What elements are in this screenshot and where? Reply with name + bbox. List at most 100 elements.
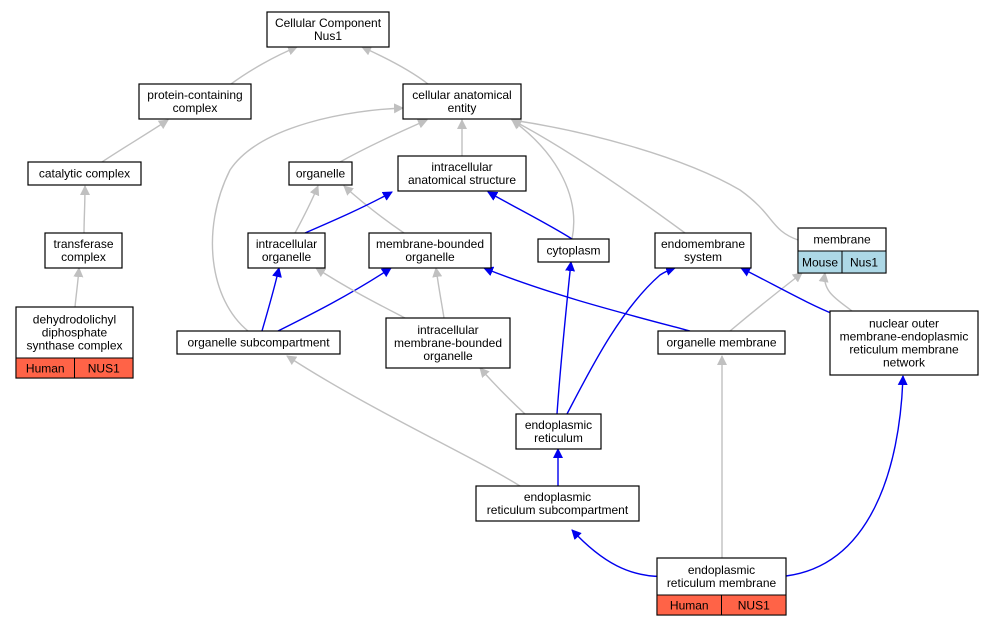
node-label-line: cellular anatomical (412, 88, 511, 102)
node-label-line: endomembrane (661, 237, 745, 251)
node-nuclear_outer[interactable]: nuclear outermembrane-endoplasmicreticul… (829, 310, 979, 376)
node-label-line: endoplasmic (525, 418, 592, 432)
node-catalytic[interactable]: catalytic complex (27, 161, 142, 186)
node-box (829, 310, 979, 376)
node-box (385, 317, 511, 369)
node-label-line: reticulum subcompartment (487, 503, 629, 517)
edge-ddpp-to-transferase (73, 267, 84, 308)
gene-label: NUS1 (88, 362, 120, 376)
node-org_mem[interactable]: organelle membrane (657, 330, 786, 355)
edge-org_mem-to-mbo (483, 266, 691, 332)
gene-label: Nus1 (850, 256, 878, 270)
node-label-line: membrane-bounded (376, 237, 484, 251)
node-label-line: endoplasmic (524, 490, 591, 504)
node-org_sub[interactable]: organelle subcompartment (176, 330, 341, 355)
edge-intra_org-to-organelle (294, 185, 320, 234)
gene-badge (841, 250, 887, 274)
node-organelle[interactable]: organelle (288, 161, 353, 186)
node-box (397, 155, 527, 192)
node-label-line: membrane-endoplasmic (840, 330, 969, 344)
node-label-line: membrane (813, 233, 871, 247)
node-box (176, 330, 341, 355)
edge-er-to-endomembrane (566, 266, 676, 415)
edge-imbo-to-mbo (432, 267, 445, 319)
edge-membrane-to-cae (511, 116, 799, 241)
node-label-line: synthase complex (26, 339, 122, 353)
species-label: Mouse (802, 256, 838, 270)
node-label-line: intracellular (256, 237, 317, 251)
node-label-line: organelle (405, 250, 455, 264)
edges-layer (73, 45, 908, 578)
node-label-line: system (684, 250, 722, 264)
edge-cytoplasm-to-ias (487, 191, 573, 240)
node-label-line: protein-containing (147, 88, 242, 102)
node-label-line: catalytic complex (39, 167, 130, 181)
node-label-line: endoplasmic (688, 563, 755, 577)
node-label-line: Cellular Component (275, 16, 382, 30)
edge-er-to-imbo (479, 367, 526, 415)
node-box (657, 330, 786, 355)
edge-imbo-to-intra_org (315, 267, 406, 319)
edge-er_sub-to-org_sub (286, 355, 521, 487)
node-label-line: cytoplasm (546, 244, 600, 258)
node-box (44, 232, 123, 269)
gene-badge (721, 594, 787, 616)
node-box (475, 485, 640, 522)
node-label-line: anatomical structure (408, 173, 516, 187)
node-box (288, 161, 353, 186)
gene-badge (74, 357, 134, 379)
node-label-line: reticulum (534, 431, 583, 445)
edge-cytoplasm-to-cae (511, 119, 575, 240)
edge-org_mem-to-membrane (729, 272, 803, 332)
edge-mbo-to-organelle (343, 185, 405, 234)
node-label-line: organelle membrane (666, 336, 776, 350)
species-label: Human (670, 599, 709, 613)
edge-org_sub-to-mbo (277, 267, 392, 332)
node-label-line: diphosphate (42, 326, 108, 340)
node-label-line: complex (173, 101, 218, 115)
node-box (27, 161, 142, 186)
edge-er_mem-to-nuclear_outer (785, 375, 908, 577)
node-label-line: organelle subcompartment (187, 336, 330, 350)
node-box (247, 232, 326, 269)
node-label-line: dehydrodolichyl (33, 313, 116, 327)
node-label-line: entity (448, 101, 477, 115)
node-box (515, 413, 602, 450)
node-label-line: reticulum membrane (849, 343, 959, 357)
node-label-line: organelle (423, 349, 473, 363)
node-label-line: nuclear outer (869, 317, 939, 331)
edge-catalytic-to-protein_complex (101, 119, 169, 163)
node-cytoplasm[interactable]: cytoplasm (537, 238, 610, 263)
edge-cae-to-cc_root (361, 46, 429, 85)
edge-er-to-cytoplasm (556, 261, 576, 415)
node-box (266, 11, 390, 48)
node-box (368, 232, 492, 269)
edge-transferase-to-catalytic (79, 185, 90, 234)
node-label-line: network (883, 356, 926, 370)
edge-endomembrane-to-cae (511, 119, 686, 234)
node-box (138, 83, 252, 120)
nodes-layer: Cellular ComponentNus1protein-containing… (15, 11, 979, 616)
node-label-line: transferase (53, 237, 113, 251)
node-box (654, 232, 752, 269)
species-label: Human (26, 362, 65, 376)
gene-label: NUS1 (738, 599, 770, 613)
node-label-line: organelle (296, 167, 346, 181)
node-label-line: organelle (262, 250, 312, 264)
edge-nuclear_outer-to-membrane (818, 272, 853, 312)
